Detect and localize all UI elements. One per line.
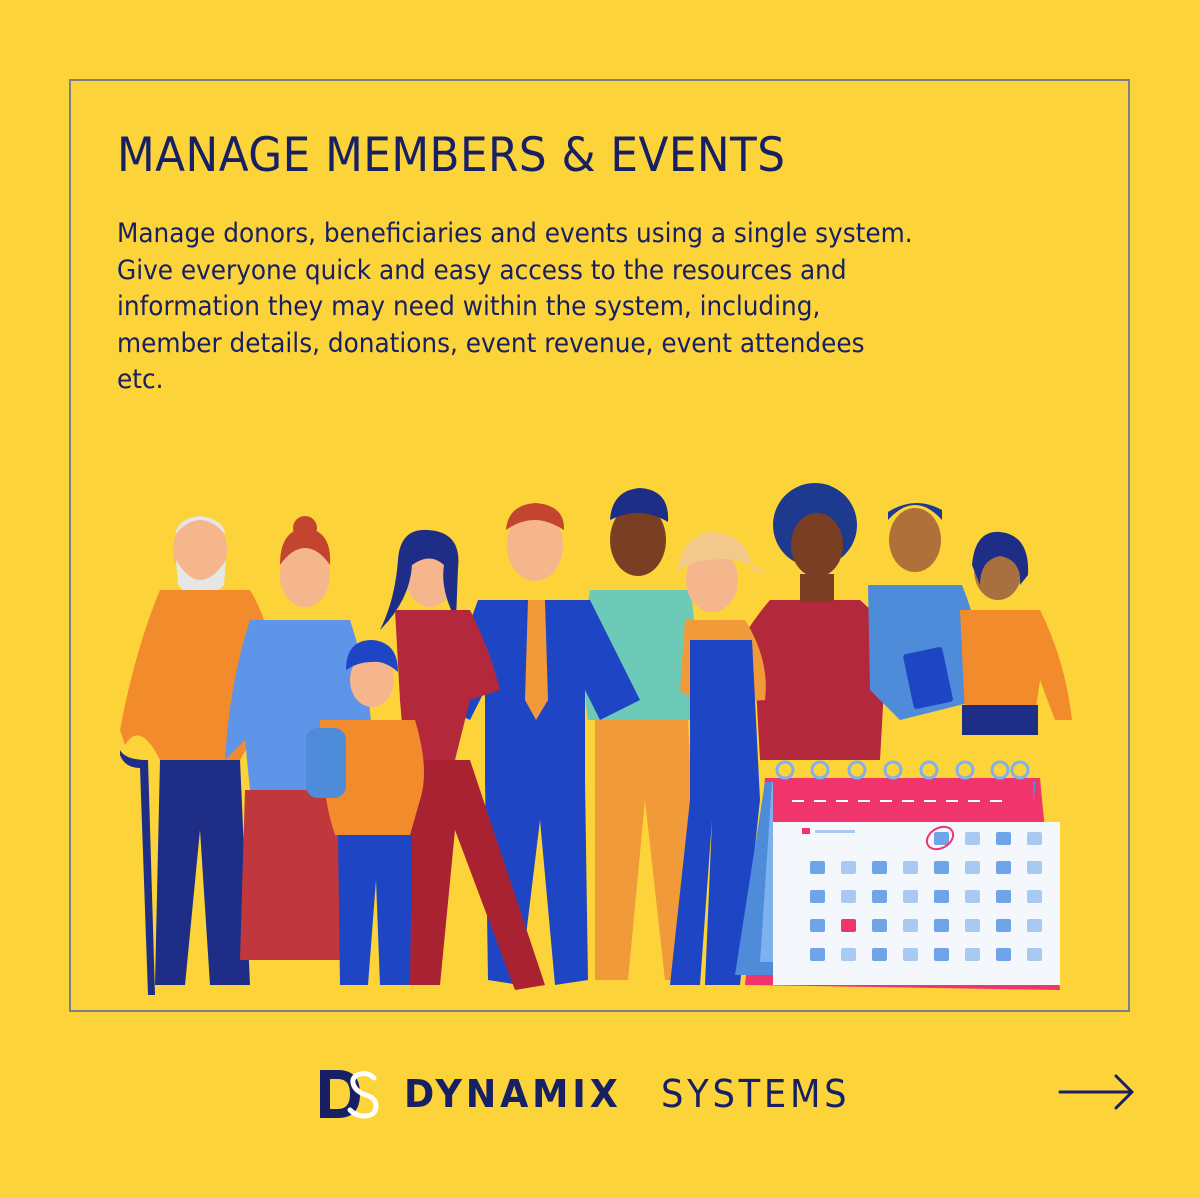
ds-logo-icon — [320, 1070, 379, 1119]
calendar-day — [965, 890, 980, 903]
calendar-day — [903, 948, 918, 961]
description-line: Manage donors, beneficiaries and events … — [117, 218, 913, 249]
calendar-day — [841, 861, 856, 874]
calendar-day — [872, 861, 887, 874]
calendar-day — [965, 861, 980, 874]
calendar-highlight-circle — [925, 825, 955, 851]
calendar-day — [965, 919, 980, 932]
description-line: etc. — [117, 364, 164, 395]
description-line: member details, donations, event revenue… — [117, 327, 865, 359]
calendar-day — [841, 890, 856, 903]
brand-name-bold: DYNAMIX — [404, 1072, 622, 1116]
page-title: MANAGE MEMBERS & EVENTS — [117, 128, 786, 183]
calendar-day — [841, 919, 856, 932]
calendar-day — [1027, 861, 1042, 874]
calendar-day — [934, 861, 949, 874]
calendar-day — [934, 832, 949, 845]
calendar-day — [934, 919, 949, 932]
calendar-day — [996, 832, 1011, 845]
calendar-day — [903, 890, 918, 903]
description-line: information they may need within the sys… — [117, 291, 821, 322]
brand-name-light: SYSTEMS — [661, 1072, 851, 1116]
calendar-day — [810, 948, 825, 961]
calendar-icon — [735, 760, 1060, 990]
calendar-day — [872, 919, 887, 932]
calendar-day — [841, 948, 856, 961]
calendar-day — [872, 890, 887, 903]
calendar-day — [934, 948, 949, 961]
arrow-right-icon[interactable] — [1058, 1072, 1136, 1112]
calendar-day — [903, 861, 918, 874]
calendar-day — [934, 890, 949, 903]
calendar-day — [996, 919, 1011, 932]
calendar-day — [903, 919, 918, 932]
calendar-day — [810, 919, 825, 932]
calendar-day — [965, 832, 980, 845]
people-group — [120, 483, 1072, 995]
calendar-day — [1027, 919, 1042, 932]
description: Manage donors, beneficiaries and events … — [117, 216, 1061, 399]
description-line: Give everyone quick and easy access to t… — [117, 254, 847, 286]
people-illustration — [120, 483, 1072, 995]
calendar-day — [965, 948, 980, 961]
calendar-day — [810, 890, 825, 903]
calendar-day — [996, 890, 1011, 903]
calendar-day — [1027, 948, 1042, 961]
calendar-day — [810, 861, 825, 874]
calendar-day — [872, 948, 887, 961]
calendar-day — [996, 861, 1011, 874]
calendar-day — [996, 948, 1011, 961]
calendar-day — [1027, 832, 1042, 845]
calendar-day — [1027, 890, 1042, 903]
content-frame — [69, 79, 1130, 1012]
